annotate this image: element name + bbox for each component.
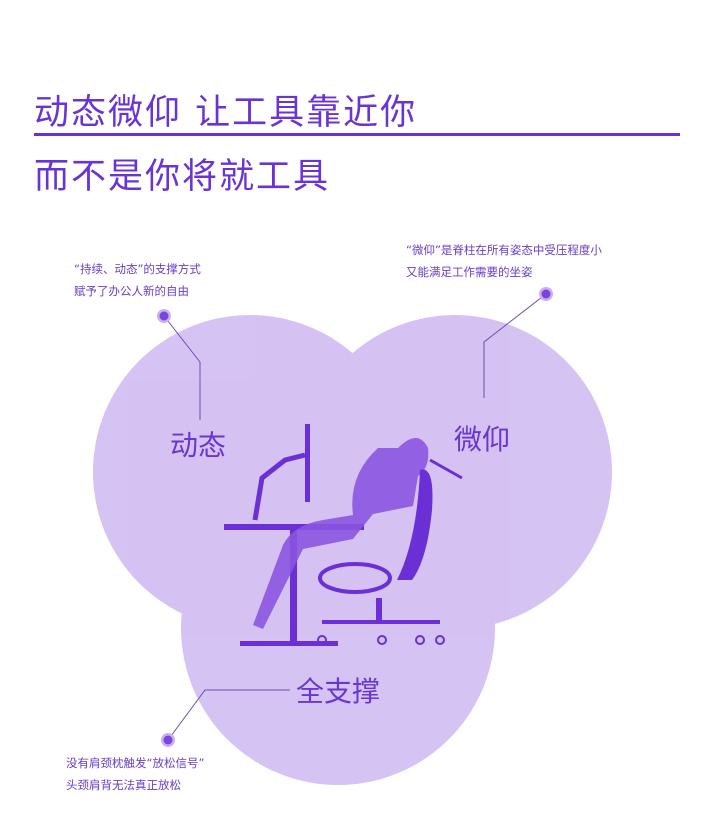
connector-recline [483,293,547,398]
note-dynamic-line-2: 赋予了办公人新的自由 [74,284,189,298]
headline-line-1: 动态微仰 让工具靠近你 [34,93,418,133]
note-recline-line-1: “微仰”是脊柱在所有姿态中受压程度小 [406,243,602,257]
label-dynamic: 动态 [170,429,227,462]
label-full-support: 全支撑 [296,675,381,708]
note-full-support-line-1: 没有肩颈枕触发“放松信号” [66,756,205,770]
headline-line-2: 而不是你将就工具 [34,157,331,197]
note-recline-line-2: 又能满足工作需要的坐姿 [406,265,533,279]
note-recline: “微仰”是脊柱在所有姿态中受压程度小 又能满足工作需要的坐姿 [406,239,602,283]
title-divider [34,133,680,136]
note-dynamic: “持续、动态”的支撑方式 赋予了办公人新的自由 [74,258,201,302]
note-dynamic-line-1: “持续、动态”的支撑方式 [74,262,201,276]
connector-full-support [167,689,290,741]
ergonomic-chair-illustration [224,424,463,646]
note-full-support-line-2: 头颈肩背无法真正放松 [66,778,181,792]
connector-dynamic [163,315,201,420]
label-recline: 微仰 [454,423,511,456]
connector-dots [157,287,553,747]
note-full-support: 没有肩颈枕触发“放松信号” 头颈肩背无法真正放松 [66,752,204,796]
